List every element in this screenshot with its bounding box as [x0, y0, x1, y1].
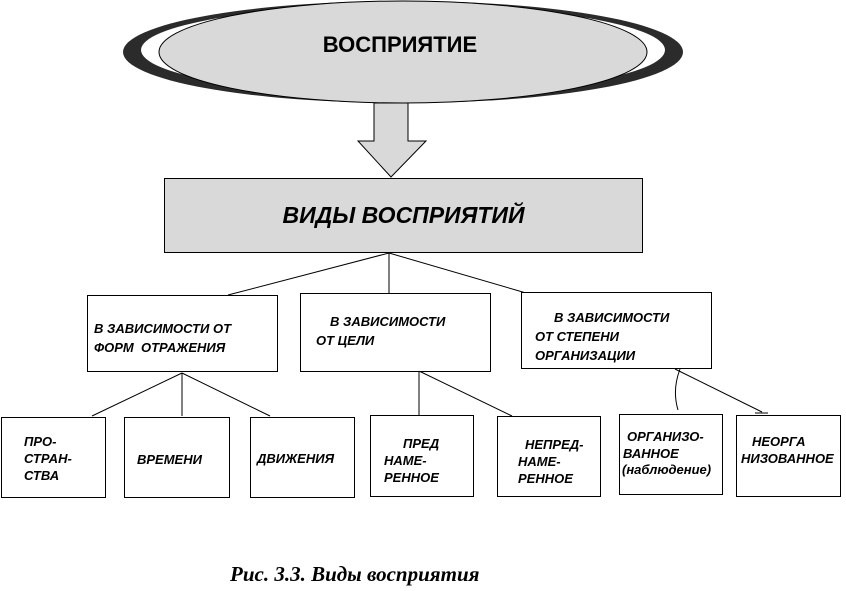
leaf-label-line: ВРЕМЕНИ [137, 452, 202, 467]
leaf-label-line: РЕННОЕ [384, 470, 439, 485]
leaf-box-unintentional: НЕПРЕД- НАМЕ- РЕННОЕ [497, 416, 601, 497]
leaf-box-time: ВРЕМЕНИ [124, 417, 230, 498]
connector-main-group-3 [388, 252, 527, 294]
main-box: ВИДЫ ВОСПРИЯТИЙ [164, 178, 643, 253]
down-arrow [356, 102, 428, 178]
leaf-box-motion: ДВИЖЕНИЯ [250, 417, 355, 498]
leaf-label-line: НАМЕ- [384, 453, 427, 468]
leaf-label-line: ПРЕД [403, 436, 440, 451]
leaf-label-line: НИЗОВАННОЕ [741, 451, 834, 466]
leaf-box-organized: ОРГАНИЗО- ВАННОЕ (наблюдение) [619, 414, 723, 495]
group-label-line: ФОРМ ОТРАЖЕНИЯ [94, 340, 226, 355]
connector-g3-c1 [674, 368, 681, 411]
leaf-label-line: РЕННОЕ [518, 471, 573, 486]
leaf-label-line: (наблюдение) [622, 462, 712, 477]
group-box-organization: В ЗАВИСИМОСТИ ОТ СТЕПЕНИ ОРГАНИЗАЦИИ [521, 292, 712, 369]
group-label-line: В ЗАВИСИМОСТИ [554, 310, 670, 325]
leaf-label-line: НЕОРГА [752, 434, 806, 449]
root-label: ВОСПРИЯТИЕ [322, 32, 478, 57]
group-box-goal: В ЗАВИСИМОСТИ ОТ ЦЕЛИ [300, 293, 491, 372]
group-label-line: ОРГАНИЗАЦИИ [535, 348, 636, 363]
leaf-label-line: ВАННОЕ [623, 446, 679, 461]
leaf-box-unorganized: НЕОРГА НИЗОВАННОЕ [736, 415, 841, 497]
leaf-label-line: НАМЕ- [518, 454, 561, 469]
connector-g1-c3 [181, 372, 271, 417]
leaf-box-space: ПРО- СТРАН- СТВА [1, 417, 106, 498]
connector-g3-c2 [674, 368, 763, 413]
group-label-line: ОТ СТЕПЕНИ [535, 329, 619, 344]
leaf-label-line: ОРГАНИЗО- [627, 429, 704, 444]
figure-caption: Рис. 3.3. Виды восприятия [230, 562, 480, 586]
group-label-line: ОТ ЦЕЛИ [316, 333, 375, 348]
leaf-label-line: ПРО- [24, 434, 57, 449]
leaf-box-intentional: ПРЕД НАМЕ- РЕННОЕ [370, 415, 474, 497]
connector-g1-c1 [91, 372, 183, 417]
main-label: ВИДЫ ВОСПРИЯТИЙ [282, 202, 525, 228]
group-label-line: В ЗАВИСИМОСТИ ОТ [94, 321, 232, 336]
leaf-label-line: ДВИЖЕНИЯ [257, 451, 335, 466]
group-label-line: В ЗАВИСИМОСТИ [330, 314, 446, 329]
group-box-forms: В ЗАВИСИМОСТИ ОТ ФОРМ ОТРАЖЕНИЯ [87, 295, 278, 372]
leaf-label-line: СТВА [24, 468, 60, 483]
connector-main-group-1 [227, 252, 390, 296]
leaf-label-line: СТРАН- [24, 451, 72, 466]
leaf-label-line: НЕПРЕД- [525, 437, 584, 452]
connector-g2-c2 [418, 370, 513, 417]
